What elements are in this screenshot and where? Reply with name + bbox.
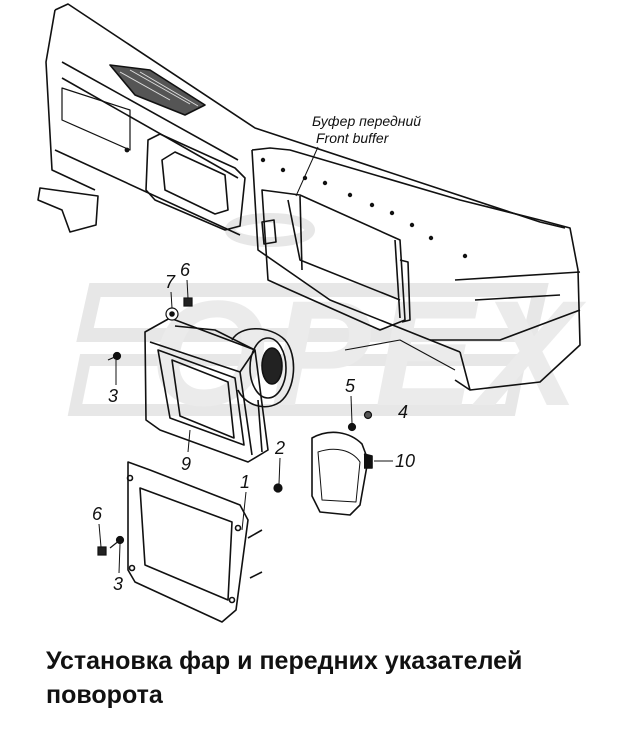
parts-diagram: OPEX — [37, 3, 587, 623]
watermark-logo: OPEX — [67, 213, 587, 437]
callout-2: 2 — [274, 438, 285, 458]
front-buffer — [37, 3, 581, 391]
callout-1: 1 — [240, 472, 250, 492]
watermark-text: OPEX — [150, 269, 587, 437]
callout-6a: 6 — [180, 260, 191, 280]
callout-9: 9 — [181, 454, 191, 474]
headlight-unit — [144, 317, 295, 463]
figure-caption: Установка фар и передних указателей пово… — [46, 644, 616, 712]
buffer-label-ru: Буфер передний — [312, 113, 421, 129]
caption-line-2: поворота — [46, 681, 163, 709]
turn-indicator — [311, 431, 373, 516]
callout-4: 4 — [398, 402, 408, 422]
buffer-label: Буфер передний Front buffer — [295, 113, 421, 197]
mounting-frame — [126, 461, 263, 623]
callout-3a: 3 — [108, 386, 118, 406]
fasteners — [97, 297, 373, 556]
buffer-label-en: Front buffer — [316, 130, 390, 146]
callout-7: 7 — [165, 272, 176, 292]
callouts: 1 2 3 3 4 5 6 6 7 9 10 — [92, 260, 415, 594]
callout-5: 5 — [345, 376, 356, 396]
callout-6b: 6 — [92, 504, 103, 524]
callout-3b: 3 — [113, 574, 123, 594]
callout-10: 10 — [395, 451, 415, 471]
caption-line-1: Установка фар и передних указателей — [46, 647, 523, 675]
